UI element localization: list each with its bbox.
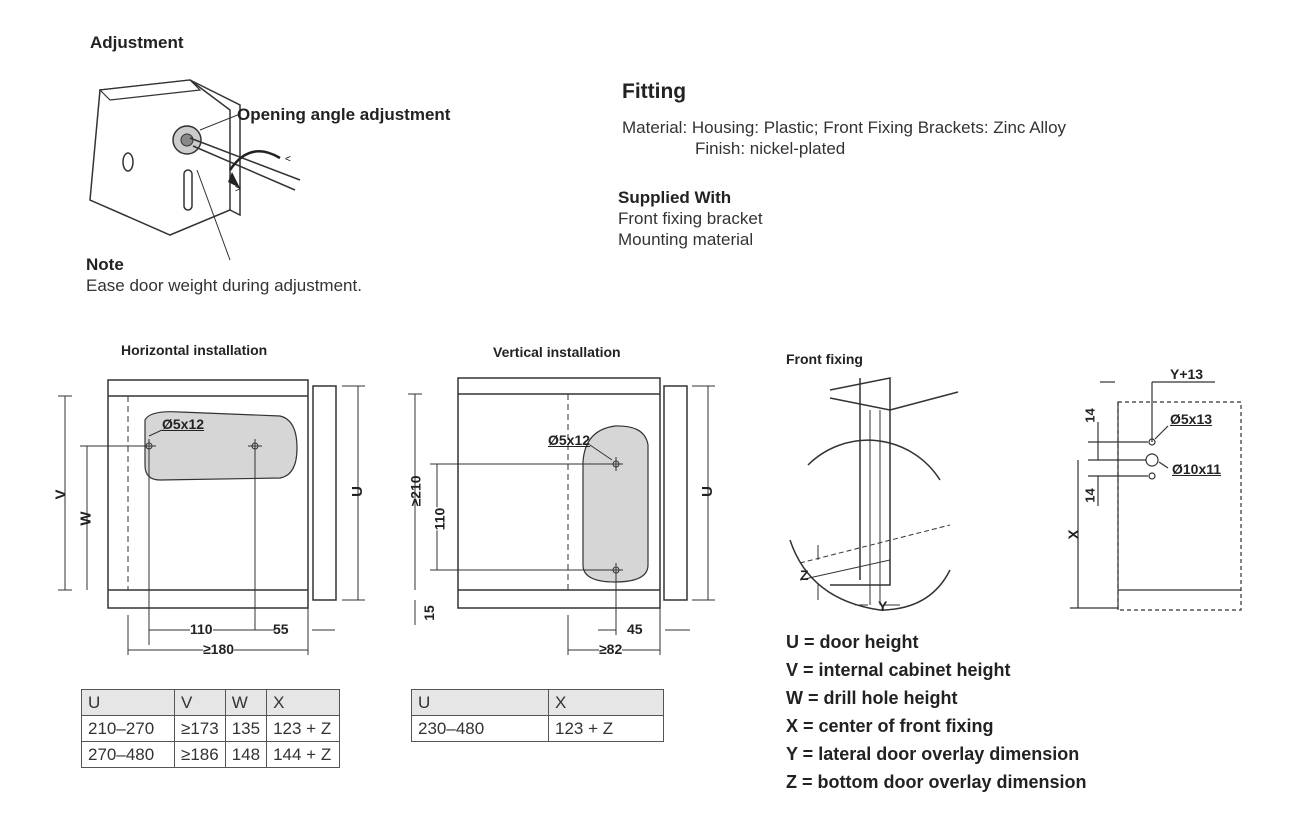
table-header: V	[174, 689, 226, 716]
dim-Z: Z	[800, 567, 809, 583]
dim-U-vertical: U	[698, 486, 716, 497]
supplied-item: Front fixing bracket	[618, 209, 763, 228]
horizontal-diagram	[58, 379, 365, 655]
table-cell: 135	[224, 715, 268, 742]
table-cell: 230–480	[411, 715, 549, 742]
dim-X: X	[1065, 529, 1083, 540]
legend-item: X = center of front fixing	[786, 716, 994, 736]
table-cell: 123 + Z	[548, 715, 664, 742]
drill-d10: Ø10x11	[1172, 461, 1222, 477]
dim-180: ≥180	[203, 641, 235, 657]
fitting-material: Material: Housing: Plastic; Front Fixing…	[622, 118, 1067, 137]
table-cell: 148	[224, 741, 268, 768]
horizontal-hole-label: Ø5x12	[162, 416, 205, 432]
table-header: U	[411, 689, 549, 716]
table-cell: ≥186	[174, 741, 226, 768]
dim-15: 15	[420, 605, 437, 621]
legend-item: V = internal cabinet height	[786, 660, 1011, 680]
vertical-hole-label: Ø5x12	[548, 432, 591, 448]
drill-d5: Ø5x13	[1170, 411, 1213, 427]
table-header: X	[266, 689, 341, 716]
dim-110-vertical: 110	[431, 507, 448, 531]
dim-U: U	[348, 486, 366, 497]
svg-text:<: <	[285, 154, 291, 165]
table-header: U	[81, 689, 175, 716]
adjustment-illustration: < >	[89, 79, 301, 261]
supplied-item: Mounting material	[618, 230, 754, 249]
fitting-finish: Finish: nickel-plated	[695, 139, 846, 158]
vertical-diagram	[408, 377, 715, 655]
front-fixing-title: Front fixing	[786, 351, 863, 367]
table-cell: 144 + Z	[266, 741, 341, 768]
table-header: X	[548, 689, 664, 716]
legend-item: Z = bottom door overlay dimension	[786, 772, 1087, 792]
dim-82: ≥82	[599, 641, 623, 657]
svg-text:>: >	[235, 184, 241, 195]
dim-14b: 14	[1082, 488, 1098, 503]
legend-item: U = door height	[786, 632, 919, 652]
table-cell: 123 + Z	[266, 715, 341, 742]
dim-45: 45	[627, 621, 643, 637]
dim-Y13: Y+13	[1170, 366, 1204, 382]
table-cell: ≥173	[174, 715, 226, 742]
dim-W: W	[77, 511, 95, 526]
fitting-title: Fitting	[622, 80, 687, 103]
table-header: W	[224, 689, 268, 716]
dim-14a: 14	[1082, 408, 1098, 423]
supplied-title: Supplied With	[618, 188, 732, 207]
horizontal-dimension-table: U V W X 210–270 ≥173 135 123 + Z 270–480…	[81, 689, 341, 768]
front-fixing-diagram	[789, 377, 959, 611]
dim-V: V	[52, 489, 70, 500]
adjustment-callout: Opening angle adjustment	[237, 105, 451, 124]
dim-110: 110	[190, 621, 213, 637]
table-cell: 270–480	[81, 741, 175, 768]
note-text: Ease door weight during adjustment.	[86, 276, 362, 295]
vertical-dimension-table: U X 230–480 123 + Z	[411, 689, 664, 742]
table-row: 230–480 123 + Z	[411, 715, 664, 742]
legend-item: Y = lateral door overlay dimension	[786, 744, 1080, 764]
dim-210: ≥210	[407, 475, 424, 507]
note-title: Note	[86, 255, 124, 274]
table-row: 270–480 ≥186 148 144 + Z	[81, 741, 341, 768]
vertical-title: Vertical installation	[493, 344, 621, 360]
adjustment-title: Adjustment	[90, 33, 184, 52]
dim-Y: Y	[878, 598, 888, 614]
horizontal-title: Horizontal installation	[121, 342, 268, 358]
front-fixing-drill-diagram	[1070, 381, 1242, 611]
dim-55: 55	[273, 621, 289, 637]
table-cell: 210–270	[81, 715, 175, 742]
table-row: 210–270 ≥173 135 123 + Z	[81, 715, 341, 742]
legend-item: W = drill hole height	[786, 688, 958, 708]
